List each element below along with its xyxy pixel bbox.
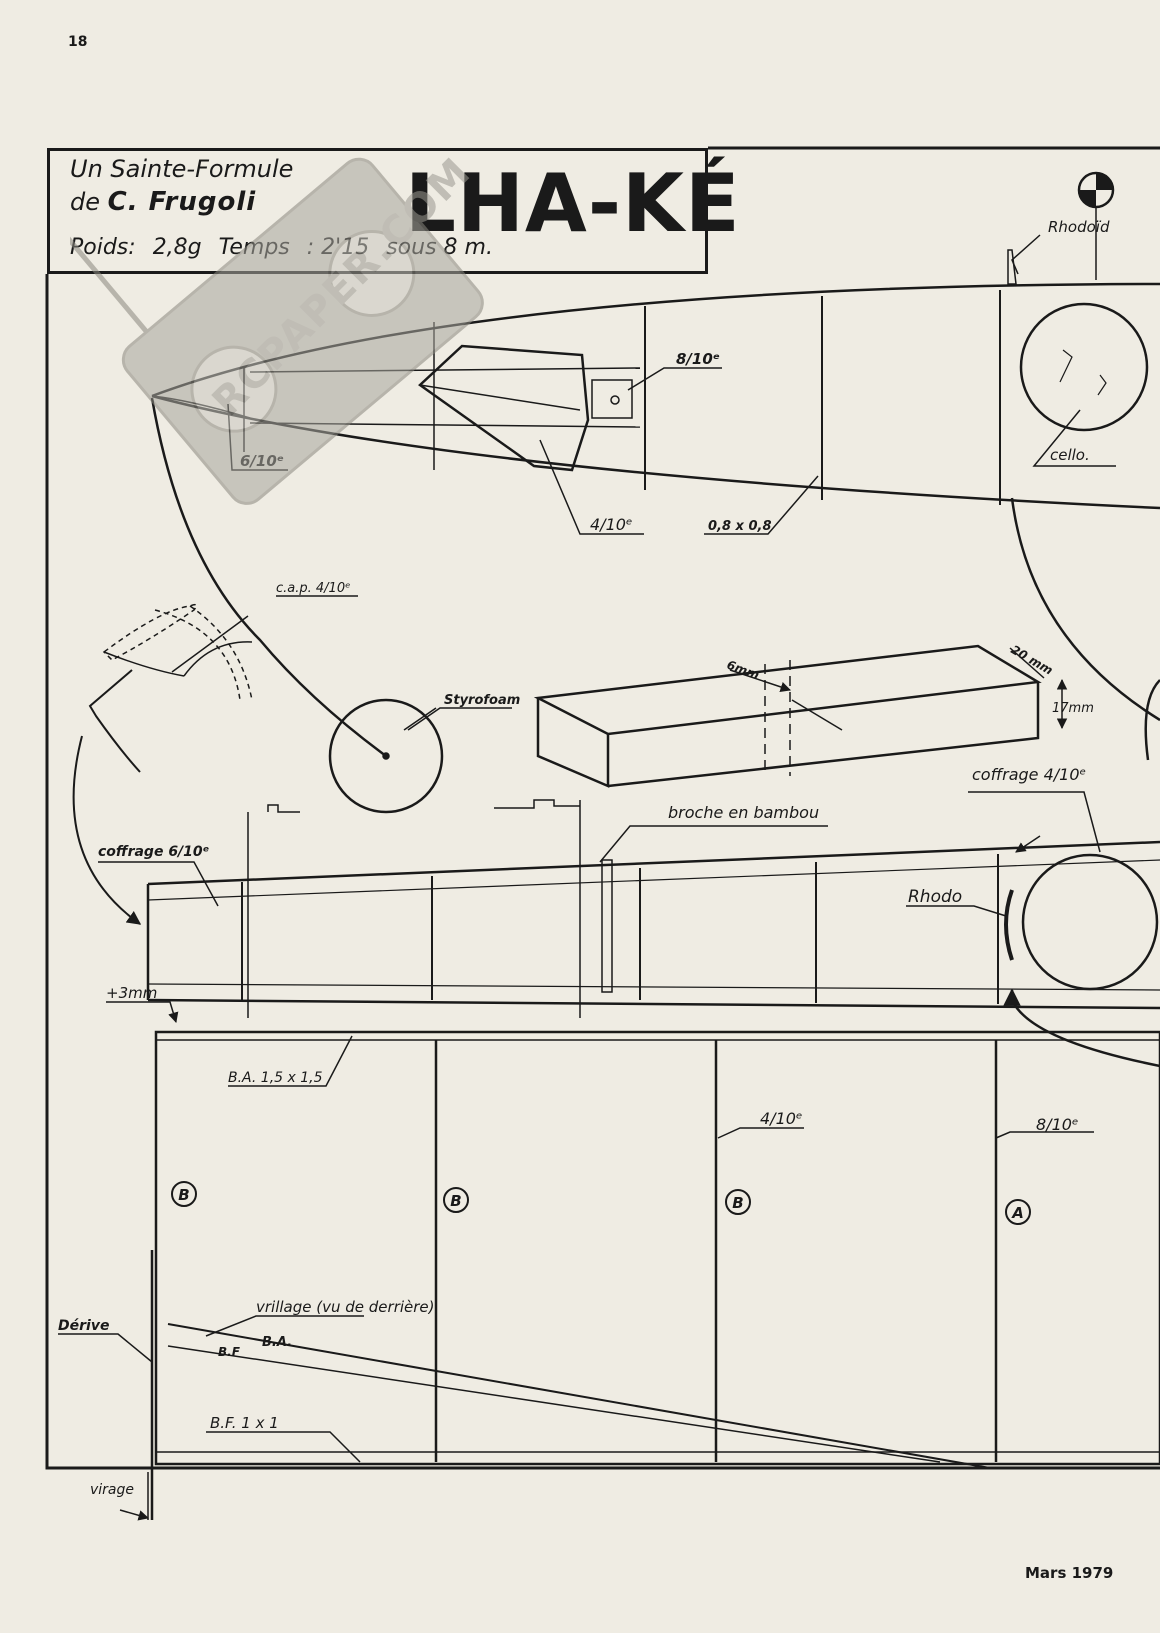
time-value: : 2'15 [306,235,370,260]
footer-date: Mars 1979 [1025,1564,1114,1582]
drawing-labels: Rhodoïd 8/10ᵉ 6/10ᵉ 4/10ᵉ 0,8 x 0,8 cell… [58,218,1110,1498]
label-strip-0808: 0,8 x 0,8 [708,519,772,534]
weight-label: Poids: [70,235,136,260]
wing-panel [147,1030,1160,1520]
label-ba-short: B.A. [262,1335,292,1350]
label-virage: virage [90,1482,134,1498]
cg-symbol-icon [1077,171,1115,280]
label-rib-b2: B [450,1192,461,1210]
label-derive: Dérive [58,1318,109,1334]
label-ply-8-10-top: 8/10ᵉ [676,350,720,368]
label-ba-15: B.A. 1,5 x 1,5 [228,1070,323,1086]
label-rhodo: Rhodo [908,887,962,907]
label-plus-3mm: +3mm [106,984,157,1002]
label-cap: c.a.p. 4/10ᵉ [276,581,351,596]
leader-lines [58,367,1116,1521]
label-ply-8-10-wing: 8/10ᵉ [1036,1115,1079,1134]
label-cello: cello. [1050,446,1090,464]
label-rib-b1: B [178,1186,189,1204]
label-broche: broche en bambou [668,803,819,822]
label-ply-6-10: 6/10ᵉ [240,452,284,470]
label-rib-b3: B [732,1194,743,1212]
label-ply-4-10-top: 4/10ᵉ [590,515,633,534]
label-dim-17mm: 17mm [1052,701,1094,716]
label-bf-1x1: B.F. 1 x 1 [210,1414,279,1432]
subtitle: Un Sainte-Formule [70,155,294,183]
rib-markers [171,1181,1031,1225]
label-coffrage-6-10: coffrage 6/10ᵉ [98,844,210,860]
title-block: Un Sainte-Formule de C. Frugoli Poids: 2… [47,148,740,274]
label-coffrage-4-10: coffrage 4/10ᵉ [972,765,1086,784]
fuselage-side-curves [150,397,1160,761]
plan-frame [45,146,1160,1470]
label-styrofoam: Styrofoam [444,693,520,708]
time-label: Temps [218,235,290,260]
styrofoam-disc [328,698,444,814]
cap-detail [72,603,253,925]
author-prefix: de [70,188,100,216]
label-rib-a: A [1011,1204,1024,1222]
weight-value: 2,8g [152,235,202,260]
author-name: C. Frugoli [107,187,257,217]
label-rhodoid: Rhodoïd [1048,218,1110,236]
label-dim-6mm: 6mm [725,658,761,683]
page-number: 18 [68,34,88,50]
label-ply-4-10-wing: 4/10ᵉ [760,1109,803,1128]
fuselage-top-view [151,234,1160,510]
fuselage-side-view [146,799,1160,1068]
label-dim-20mm: 20 mm [1009,642,1056,677]
foam-block [533,644,1068,788]
label-vrillage: vrillage (vu de derrière) [256,1298,435,1316]
label-bf-short: B.F [218,1345,241,1359]
author-line: de C. Frugoli [70,187,256,217]
plan-title: LHA-KÉ [405,157,741,250]
